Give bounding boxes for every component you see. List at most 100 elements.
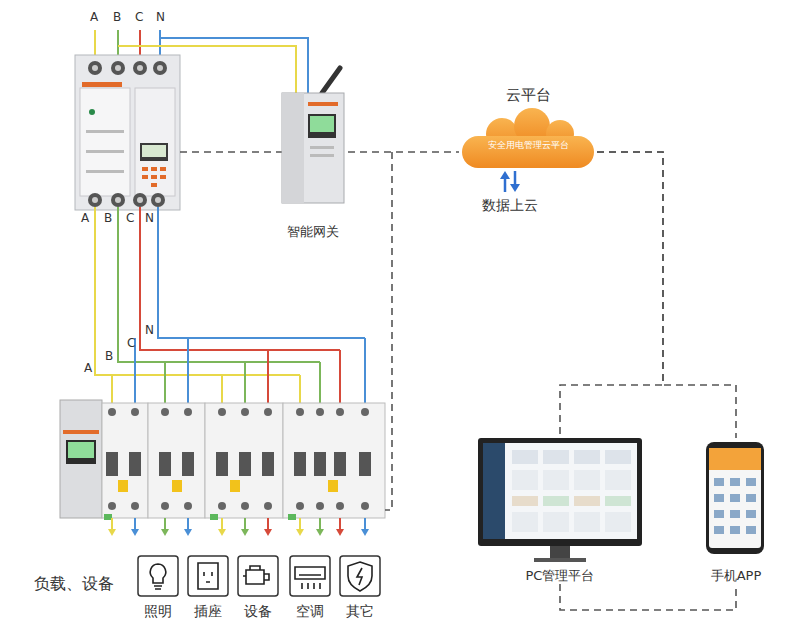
distribution-box [239, 452, 251, 476]
monitor-stand [534, 558, 586, 562]
distribution-box [63, 430, 99, 434]
output-arrows [108, 529, 116, 536]
main-breaker [89, 109, 95, 115]
screen-card [574, 512, 600, 532]
output-arrows [161, 529, 169, 536]
phase-label: B [113, 10, 121, 24]
pc-outline [474, 434, 646, 584]
distribution-box [60, 400, 385, 520]
main-breaker [155, 197, 161, 203]
output-arrows [131, 529, 139, 536]
app-outline [700, 438, 772, 584]
distribution-box [296, 408, 304, 416]
node-label: 智能网关 [274, 224, 352, 240]
distribution-box [218, 502, 226, 510]
distribution-box [218, 408, 226, 416]
distribution-box [159, 452, 171, 476]
phase-label: C [135, 10, 143, 24]
screen-card [605, 470, 631, 490]
main-breaker [140, 143, 168, 161]
main-breaker [142, 175, 148, 179]
output-arrows [267, 518, 269, 530]
gateway-node: 智能网关 [274, 88, 352, 240]
distribution-box [102, 403, 148, 518]
main-breaker [92, 197, 98, 203]
main-breaker [80, 88, 130, 196]
distribution-box [68, 442, 94, 458]
data-arrows [500, 171, 510, 179]
screen-card [512, 512, 538, 532]
main-breaker [142, 145, 166, 157]
distribution-box [205, 403, 283, 518]
main-breaker [75, 55, 180, 210]
output-arrows [108, 518, 369, 536]
distribution-box [66, 440, 96, 464]
app-icon [714, 494, 724, 502]
screen-card [512, 450, 538, 464]
main-breaker [86, 130, 124, 133]
main-breaker [135, 88, 175, 196]
output-arrows [244, 518, 246, 530]
main-breaker [157, 65, 163, 71]
distribution-box [216, 452, 228, 476]
screen-card [543, 450, 569, 464]
monitor-stand [550, 546, 570, 558]
output-arrows [221, 518, 223, 530]
data-arrows [504, 178, 507, 192]
main-breaker [133, 193, 147, 207]
distribution-box [60, 400, 102, 518]
main-breaker [88, 61, 102, 75]
phone-body [706, 442, 764, 554]
main-breaker [151, 175, 157, 179]
distribution-box [316, 408, 324, 416]
feeder-wires [164, 362, 166, 404]
main-breaker [82, 82, 122, 87]
distribution-box [118, 480, 338, 492]
node-label: 照明 [132, 603, 184, 621]
dashed-connector [560, 584, 736, 610]
dashed-connector [560, 152, 663, 434]
distribution-box [361, 502, 369, 510]
distribution-box [241, 502, 249, 510]
cloud-node: 云平台安全用电管理云平台 [458, 86, 598, 168]
output-arrows [319, 518, 321, 530]
app-icon [730, 494, 740, 502]
main-breaker [75, 55, 180, 210]
load-node: 照明 [132, 556, 184, 620]
main-breaker [137, 65, 143, 71]
data-arrows [510, 184, 520, 192]
text-label: 负载、设备 [34, 574, 114, 593]
distribution-box [336, 502, 344, 510]
distribution-box [182, 452, 194, 476]
monitor-bezel [478, 438, 642, 546]
screen-card [512, 496, 538, 506]
output-arrows [111, 518, 113, 530]
output-arrows [241, 529, 249, 536]
distribution-box [104, 514, 112, 520]
output-arrows [361, 529, 369, 536]
main-breaker [142, 167, 148, 171]
distribution-box [106, 452, 371, 476]
load-icon [243, 566, 269, 580]
device-detail [310, 154, 334, 157]
screen-sidebar [483, 443, 505, 539]
distribution-box [148, 403, 205, 518]
feeder-wires [221, 375, 223, 404]
distribution-box [316, 502, 324, 510]
screen-card [543, 512, 569, 532]
phase-label: N [145, 211, 154, 225]
data-arrows [514, 171, 517, 185]
phase-label: N [145, 323, 154, 337]
load-icon [246, 570, 264, 584]
main-breaker [86, 170, 124, 173]
distribution-box [118, 480, 128, 492]
feeder-wires [267, 350, 269, 404]
cloud-text: 安全用电管理云平台 [458, 140, 598, 151]
load-icon [198, 563, 218, 589]
distribution-box [294, 452, 306, 476]
app-icon [714, 478, 724, 486]
main-breaker [111, 61, 125, 75]
node-label: 手机APP [696, 568, 776, 584]
